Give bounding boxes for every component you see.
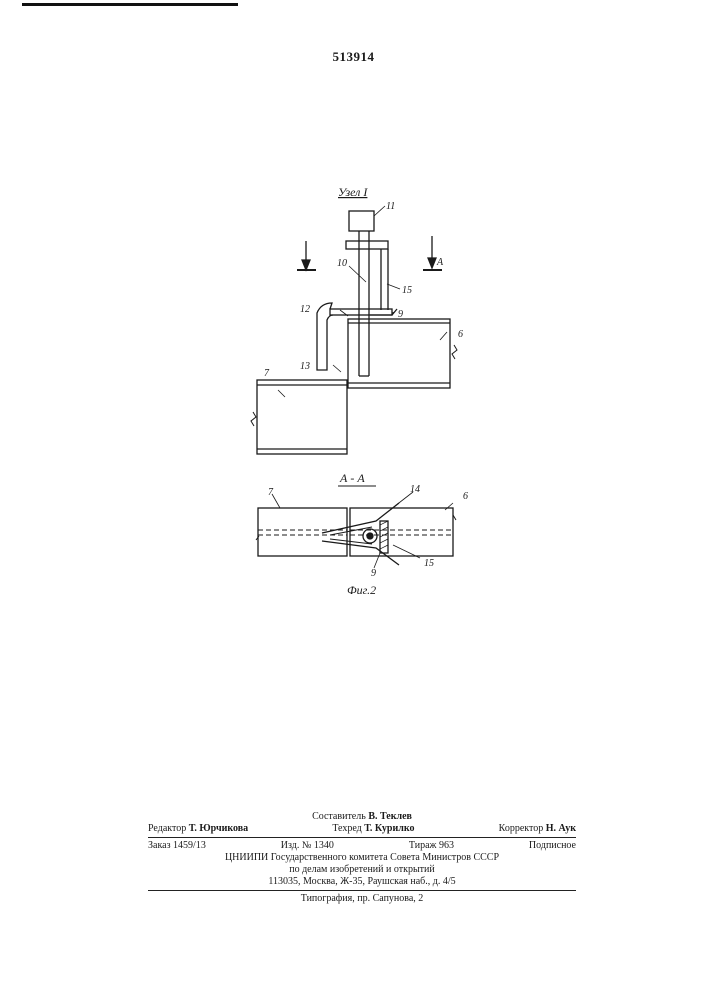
staff-line: Редактор Т. Юрчикова Техред Т. Курилко К…	[148, 823, 576, 835]
corrector-name: Н. Аук	[546, 823, 576, 834]
callout-6-section: 6	[463, 491, 468, 502]
editor-name: Т. Юрчикова	[189, 823, 248, 834]
printer: Типография, пр. Сапунова, 2	[148, 893, 576, 905]
divider	[148, 890, 576, 891]
bracket-15-top	[346, 241, 388, 249]
callout-7: 7	[264, 368, 270, 379]
corrector-role: Корректор	[499, 823, 544, 834]
figure-caption: Фиг.2	[347, 583, 376, 597]
plate-9-end	[370, 309, 397, 315]
compiler-line: Составитель В. Теклев	[148, 811, 576, 823]
callout-11: 11	[386, 201, 395, 212]
callout-12: 12	[300, 304, 310, 315]
order-number: Заказ 1459/13	[148, 840, 206, 852]
divider	[148, 837, 576, 838]
section-tube-7	[258, 508, 347, 556]
section-label: А - А	[339, 471, 365, 485]
compiler-name: В. Теклев	[368, 811, 412, 822]
subscription: Подписное	[529, 840, 576, 852]
techred-role: Техред	[332, 823, 361, 834]
techred-name: Т. Курилко	[364, 823, 414, 834]
callout-13: 13	[300, 361, 310, 372]
address: 113035, Москва, Ж-35, Раушская наб., д. …	[148, 876, 576, 888]
compiler-role: Составитель	[312, 811, 366, 822]
callout-9: 9	[398, 309, 403, 320]
technical-drawing: Узел I А А - А Фиг.2 11 10 15 12 9 6 13 …	[0, 0, 707, 800]
plate-9	[330, 309, 392, 315]
section-marker: А	[436, 257, 444, 268]
bolt-head-11	[349, 211, 374, 231]
callout-15-section: 15	[424, 558, 434, 569]
order-line: Заказ 1459/13 Изд. № 1340 Тираж 963 Подп…	[148, 840, 576, 852]
org-line-1: ЦНИИПИ Государственного комитета Совета …	[148, 852, 576, 864]
callout-9-section: 9	[371, 568, 376, 579]
callout-15: 15	[402, 285, 412, 296]
circulation: Тираж 963	[409, 840, 454, 852]
callout-6: 6	[458, 329, 463, 340]
detail-label: Узел I	[338, 185, 368, 199]
callout-10: 10	[337, 258, 347, 269]
colophon: Составитель В. Теклев Редактор Т. Юрчико…	[148, 811, 576, 905]
tube-7	[257, 380, 347, 454]
tube-6	[348, 319, 450, 388]
org-line-2: по делам изобретений и открытий	[148, 864, 576, 876]
edition-number: Изд. № 1340	[281, 840, 334, 852]
callout-14: 14	[410, 484, 420, 495]
editor-role: Редактор	[148, 823, 186, 834]
